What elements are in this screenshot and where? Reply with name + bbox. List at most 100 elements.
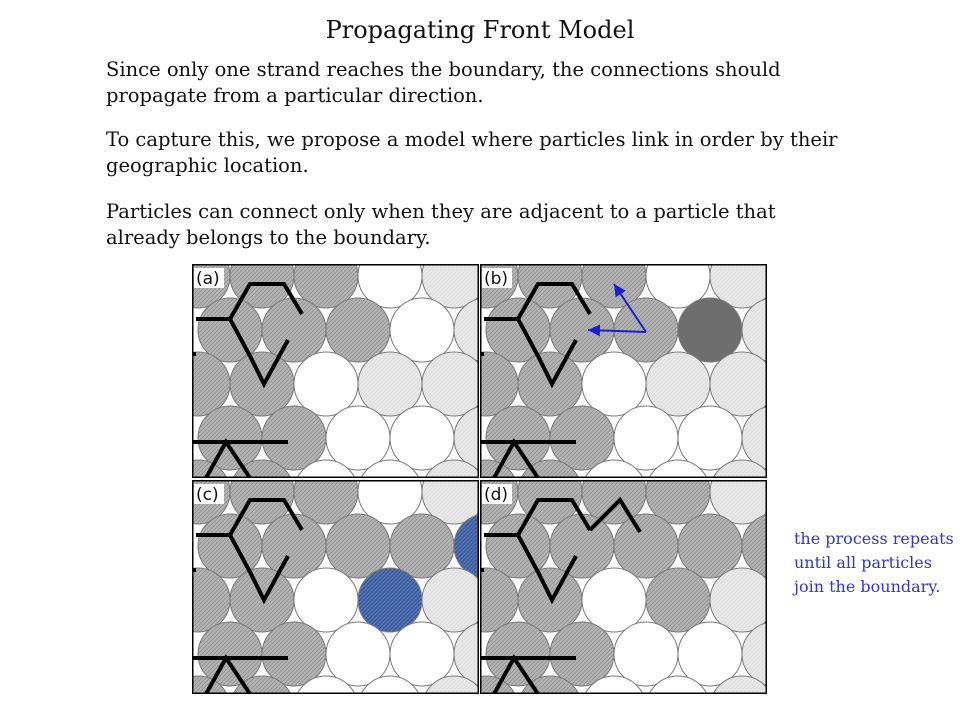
panel-label: (c) xyxy=(196,485,219,505)
particle xyxy=(677,513,743,579)
particle xyxy=(581,567,647,633)
strand-line xyxy=(228,534,290,605)
particle xyxy=(197,405,263,471)
particle xyxy=(584,675,644,694)
panel-a: (a) xyxy=(192,264,479,478)
particle xyxy=(453,298,479,362)
strand-line xyxy=(516,534,578,605)
connection-arrow xyxy=(587,324,647,337)
panel-label: (d) xyxy=(484,485,508,505)
panel-label: (b) xyxy=(484,269,508,289)
strand-line xyxy=(484,282,592,321)
panel-border xyxy=(480,480,767,694)
particle xyxy=(325,513,391,579)
strand-line xyxy=(204,438,252,478)
panel-b: (b) xyxy=(480,264,767,478)
particle xyxy=(296,459,356,478)
panel-label-background xyxy=(482,484,512,504)
particle xyxy=(741,406,767,470)
particle xyxy=(549,405,615,471)
particle xyxy=(485,405,551,471)
particle xyxy=(549,513,615,579)
paragraph-1: Since only one strand reaches the bounda… xyxy=(106,58,781,107)
particle xyxy=(613,297,679,363)
paragraph-3: Particles can connect only when they are… xyxy=(106,200,776,249)
particle xyxy=(261,405,327,471)
particle xyxy=(197,297,263,363)
particle xyxy=(325,297,391,363)
particle xyxy=(677,621,743,687)
particle xyxy=(453,622,479,686)
particle xyxy=(261,621,327,687)
strand-line xyxy=(492,438,540,478)
panel-label-background xyxy=(194,484,224,504)
particle xyxy=(712,675,767,694)
particle xyxy=(389,297,455,363)
particle xyxy=(677,297,743,363)
particle xyxy=(424,675,479,694)
panel-label: (a) xyxy=(196,269,220,289)
particle xyxy=(709,480,767,525)
panel-border xyxy=(480,264,767,478)
panel-border xyxy=(192,480,479,694)
particle xyxy=(360,459,420,478)
particle xyxy=(421,480,479,525)
particle xyxy=(549,621,615,687)
strand-line xyxy=(196,282,304,321)
slide-title: Propagating Front Model xyxy=(325,16,635,44)
particle xyxy=(485,513,551,579)
strand-line xyxy=(588,496,642,534)
particle xyxy=(581,351,647,417)
particle xyxy=(197,621,263,687)
particle xyxy=(261,297,327,363)
particle xyxy=(389,513,455,579)
process-note: the process repeats until all particles … xyxy=(794,529,954,596)
particle xyxy=(325,621,391,687)
particle xyxy=(453,514,479,578)
particle xyxy=(741,298,767,362)
particle xyxy=(389,405,455,471)
particle xyxy=(648,675,708,694)
particle xyxy=(741,622,767,686)
strand-line xyxy=(204,654,252,694)
panel-label-background xyxy=(194,268,224,288)
particle xyxy=(424,459,479,478)
particle xyxy=(677,405,743,471)
particle xyxy=(712,459,767,478)
particle xyxy=(293,351,359,417)
paragraph-2: To capture this, we propose a model wher… xyxy=(106,128,838,177)
particle xyxy=(421,567,479,633)
strand-line xyxy=(516,318,578,389)
panel-label-background xyxy=(482,268,512,288)
particle xyxy=(648,459,708,478)
propagation-figure: (a) (b) (c) (d) xyxy=(192,264,767,694)
strand-line xyxy=(228,318,290,389)
particle xyxy=(325,405,391,471)
particle xyxy=(613,621,679,687)
particle xyxy=(296,675,356,694)
particle xyxy=(709,351,767,417)
particle xyxy=(613,513,679,579)
strand-line xyxy=(196,498,304,537)
particle xyxy=(709,567,767,633)
particle xyxy=(485,621,551,687)
particle xyxy=(197,513,263,579)
panel-border xyxy=(192,264,479,478)
particle xyxy=(421,264,479,309)
particle xyxy=(357,567,423,633)
particle xyxy=(360,675,420,694)
particle xyxy=(645,567,711,633)
particle xyxy=(293,567,359,633)
particle xyxy=(485,297,551,363)
particle xyxy=(709,264,767,309)
particle xyxy=(261,513,327,579)
connection-arrow xyxy=(613,283,647,333)
particle xyxy=(613,405,679,471)
particle xyxy=(421,351,479,417)
strand-line xyxy=(484,498,592,537)
particle xyxy=(389,621,455,687)
strand-line xyxy=(492,654,540,694)
particle xyxy=(584,459,644,478)
particle xyxy=(741,514,767,578)
particle xyxy=(645,351,711,417)
